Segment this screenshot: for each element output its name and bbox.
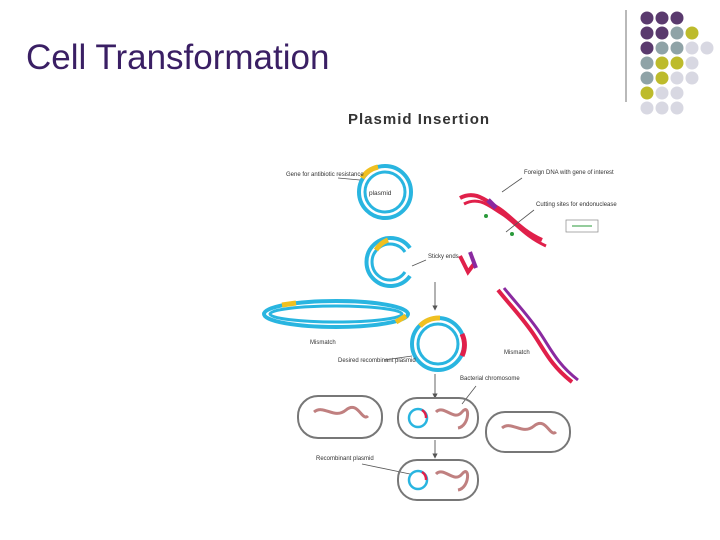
plasmid-top	[357, 164, 413, 220]
dot	[655, 41, 669, 55]
foreign-dna	[459, 193, 547, 248]
recombinant-pointer	[361, 463, 411, 475]
dot	[670, 71, 684, 85]
dot	[700, 41, 714, 55]
dot	[655, 26, 669, 40]
cut-key-box	[565, 219, 599, 233]
dot	[640, 86, 654, 100]
page-title: Cell Transformation	[26, 38, 330, 77]
dot	[685, 56, 699, 70]
dot	[685, 71, 699, 85]
dot	[655, 56, 669, 70]
bacterial-pointer	[461, 385, 477, 405]
mismatch-dna	[496, 287, 579, 384]
gene-pointer	[337, 177, 361, 181]
dot	[670, 86, 684, 100]
dot	[670, 11, 684, 25]
sticky-ends-label: Sticky ends	[428, 254, 459, 260]
bacterium-center	[397, 397, 479, 439]
cutting-sites-label: Cutting sites for endonuclease	[536, 202, 617, 208]
divider-line	[625, 10, 627, 102]
recombinant-plasmid-large	[410, 315, 467, 372]
cutting-pointer	[505, 209, 535, 233]
dna-fragment	[458, 251, 478, 276]
dot	[640, 41, 654, 55]
dot	[670, 56, 684, 70]
dot	[670, 101, 684, 115]
dot	[655, 71, 669, 85]
dot	[640, 11, 654, 25]
dot	[685, 41, 699, 55]
dot	[640, 26, 654, 40]
dot	[640, 101, 654, 115]
dot	[655, 86, 669, 100]
dot	[670, 26, 684, 40]
decorative-dot-grid	[640, 11, 714, 115]
sticky-pointer	[411, 259, 427, 267]
bacterium-bottom	[397, 459, 479, 501]
bacterium-right	[485, 411, 571, 453]
foreign-dna-label: Foreign DNA with gene of interest	[524, 170, 614, 176]
recombinant-label: Recombinant plasmid	[316, 456, 374, 462]
desired-label: Desired recombinant plasmid	[338, 358, 416, 364]
dot	[685, 26, 699, 40]
plasmid-insertion-diagram: Plasmid Insertion plasmid Gene for antib…	[262, 111, 617, 501]
mismatch-left-label: Mismatch	[310, 340, 336, 346]
dot	[670, 41, 684, 55]
dot	[655, 101, 669, 115]
dot	[640, 56, 654, 70]
plasmid-cut	[364, 236, 412, 288]
dot	[655, 11, 669, 25]
foreign-dna-pointer	[501, 177, 523, 193]
gene-label: Gene for antibiotic resistance	[286, 172, 364, 178]
mismatch-right-label: Mismatch	[504, 350, 530, 356]
bacterium-left	[297, 395, 383, 439]
plasmid-label: plasmid	[369, 190, 392, 197]
dot	[640, 71, 654, 85]
diagram-heading: Plasmid Insertion	[348, 111, 490, 128]
desired-pointer	[383, 355, 413, 361]
bacterial-label: Bacterial chromosome	[460, 376, 520, 382]
mismatch-oval	[262, 299, 410, 329]
